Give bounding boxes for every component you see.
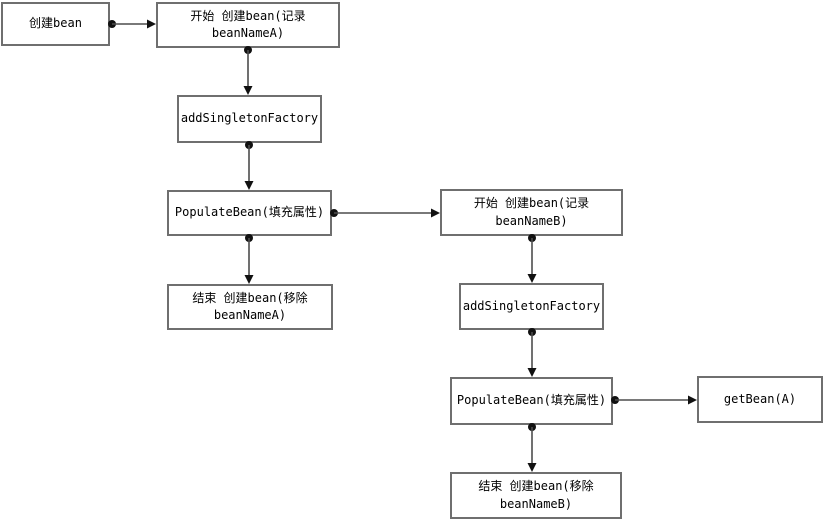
connector-populate-b-to-get-bean-a: [611, 395, 697, 405]
connector-populate-a-to-start-b: [330, 208, 440, 218]
connector-populate-a-to-end-a: [244, 234, 254, 284]
node-create-bean: 创建bean: [1, 2, 110, 46]
node-add-singleton-factory-b: addSingletonFactory: [459, 283, 604, 330]
node-get-bean-a: getBean(A): [697, 376, 823, 423]
node-populate-bean-a: PopulateBean(填充属性): [167, 190, 332, 236]
node-start-create-beanname-b: 开始 创建bean(记录 beanNameB): [440, 189, 623, 236]
connector-populate-b-to-end-b: [527, 423, 537, 472]
node-start-create-beanname-a: 开始 创建bean(记录 beanNameA): [156, 2, 340, 48]
connector-add-singleton-factory-a-to-populate-a: [244, 141, 254, 190]
connector-start-b-to-add-singleton-factory-b: [527, 234, 537, 283]
node-end-create-beanname-a: 结束 创建bean(移除 beanNameA): [167, 284, 333, 330]
node-end-create-beanname-b: 结束 创建bean(移除 beanNameB): [450, 472, 622, 519]
connector-add-singleton-factory-b-to-populate-b: [527, 328, 537, 377]
node-add-singleton-factory-a: addSingletonFactory: [177, 95, 322, 143]
connector-start-a-to-add-singleton-factory-a: [243, 46, 253, 95]
connector-create-bean-to-start-a: [108, 19, 156, 29]
node-populate-bean-b: PopulateBean(填充属性): [450, 377, 613, 425]
